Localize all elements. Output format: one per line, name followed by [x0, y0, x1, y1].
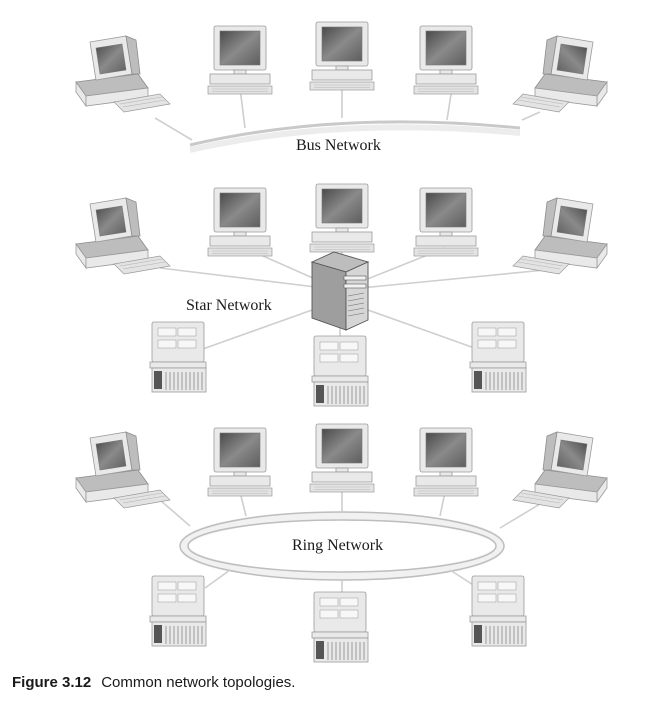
star-hub-server	[310, 251, 370, 331]
ring-computer-4	[413, 427, 479, 497]
star-computer-5	[512, 197, 608, 275]
bus-network-label: Bus Network	[296, 137, 381, 154]
bus-computer-1	[75, 35, 171, 113]
figure-caption: Figure 3.12 Common network topologies.	[12, 674, 632, 698]
network-topologies-diagram: Bus Network	[75, 21, 608, 663]
figure-caption-text: Common network topologies.	[101, 674, 296, 691]
bus-computer-3	[309, 21, 375, 91]
ring-network: Ring Network	[75, 423, 608, 663]
star-workstation-2	[311, 335, 369, 407]
star-network-label: Star Network	[186, 297, 272, 314]
star-network: Star Network	[75, 183, 608, 407]
ring-computer-5	[512, 431, 608, 509]
bus-computer-2	[207, 25, 273, 95]
bus-computer-4	[413, 25, 479, 95]
star-computer-4	[413, 187, 479, 257]
ring-workstation-2	[311, 591, 369, 663]
star-computer-3	[309, 183, 375, 253]
ring-workstation-1	[149, 575, 207, 647]
star-workstation-1	[149, 321, 207, 393]
star-computer-2	[207, 187, 273, 257]
ring-computer-3	[309, 423, 375, 493]
ring-network-label: Ring Network	[292, 537, 383, 554]
bus-computer-5	[512, 35, 608, 113]
figure-number: Figure 3.12	[12, 674, 92, 691]
bus-network: Bus Network	[75, 21, 608, 154]
star-computer-1	[75, 197, 171, 275]
star-workstation-3	[469, 321, 527, 393]
ring-computer-2	[207, 427, 273, 497]
ring-computer-1	[75, 431, 171, 509]
ring-workstation-3	[469, 575, 527, 647]
